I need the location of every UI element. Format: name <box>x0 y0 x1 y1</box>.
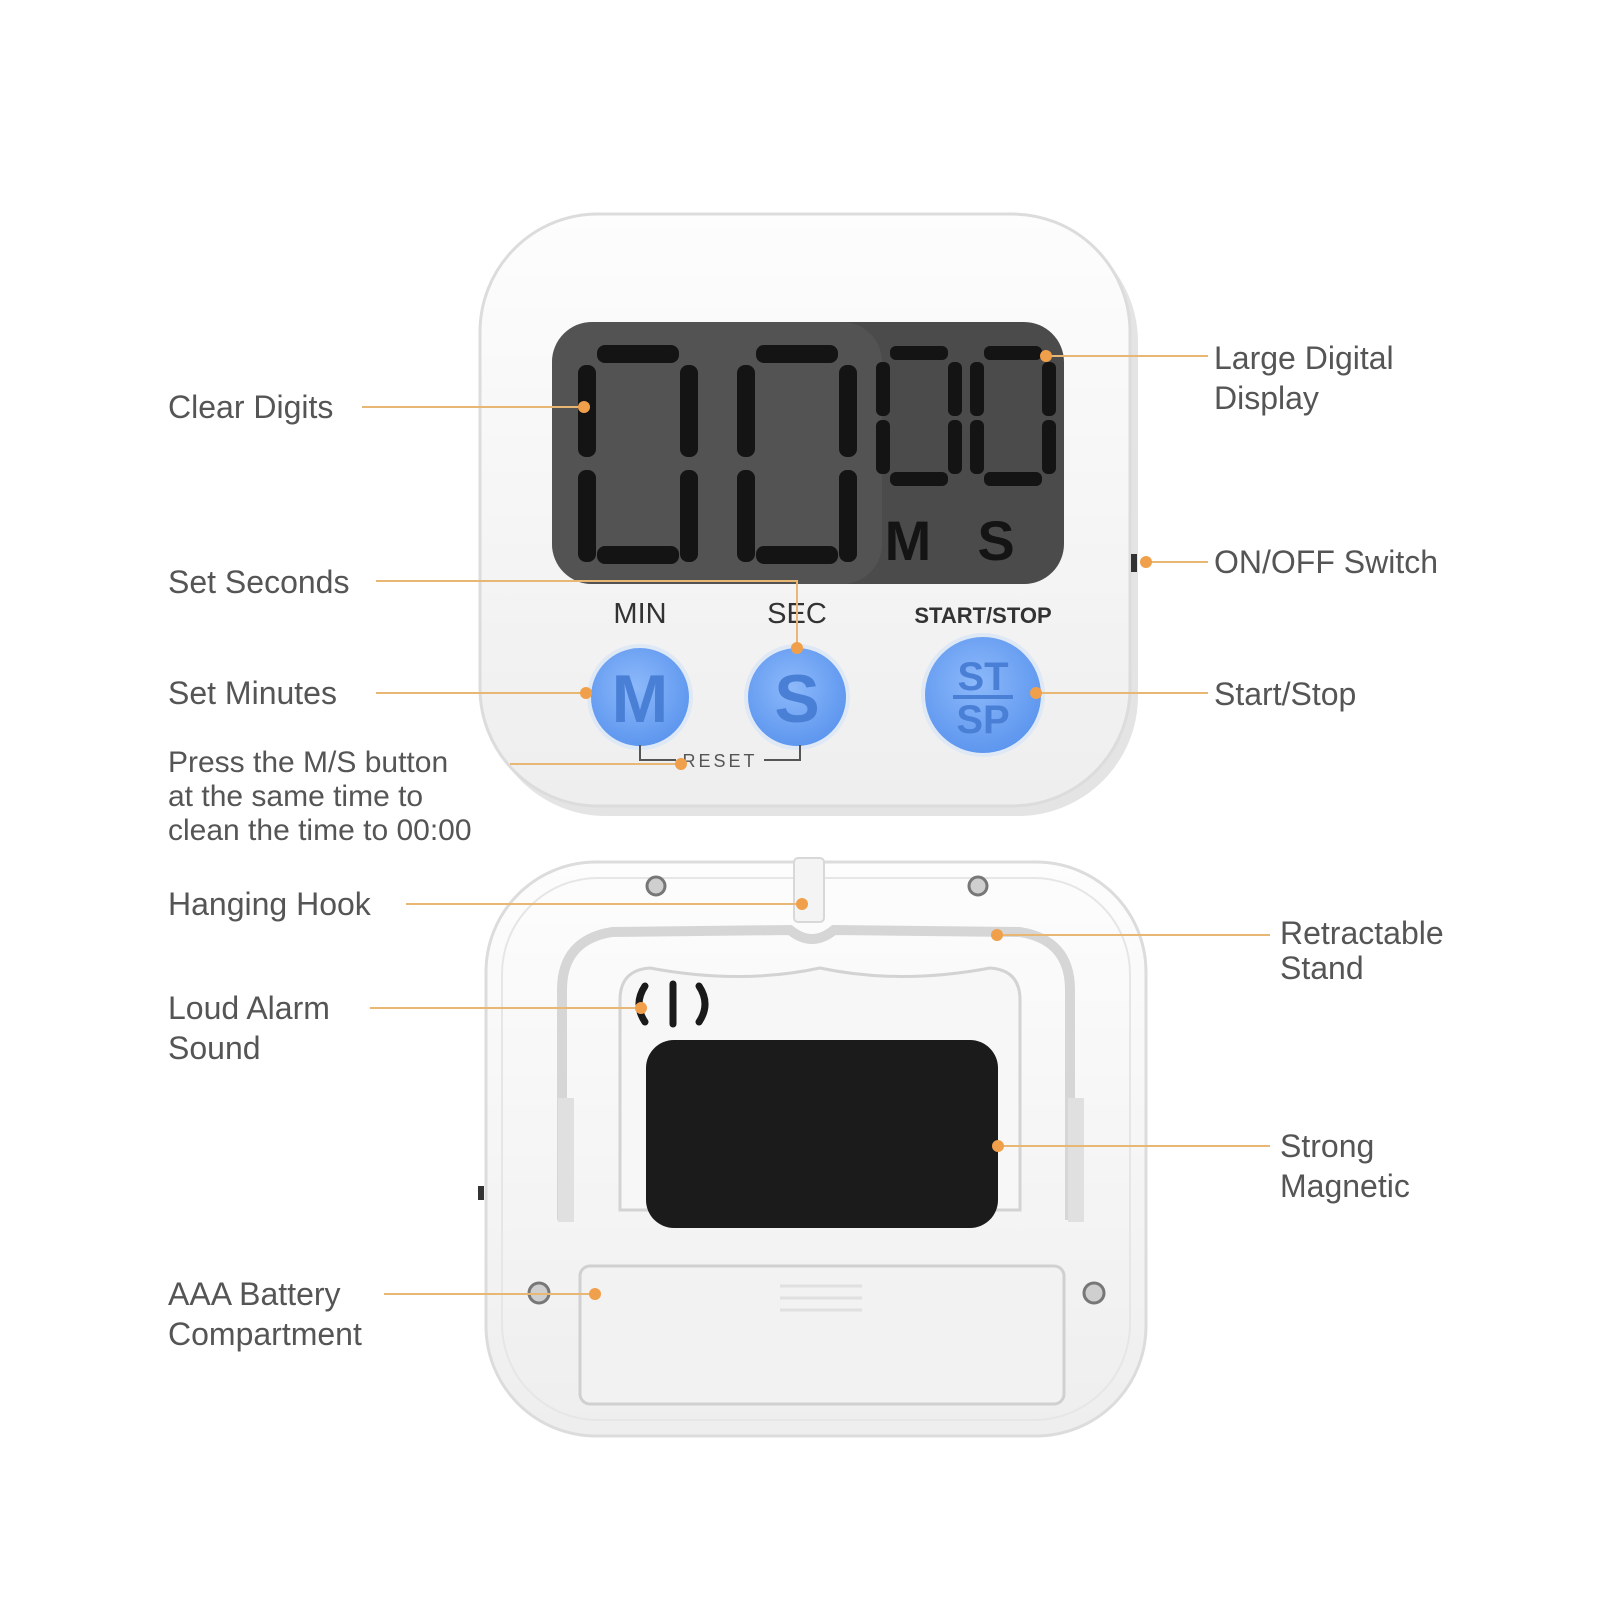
magnet-pad <box>646 1040 998 1228</box>
big-digit-0-right <box>737 345 857 564</box>
minutes-unit: M <box>885 509 932 572</box>
small-digit-0-left <box>876 346 962 486</box>
s-button-label: S <box>774 661 819 737</box>
leader-lines <box>362 355 1270 1295</box>
callout-retractable-stand: Retractable Stand <box>1280 915 1444 986</box>
m-button-label: M <box>612 661 669 737</box>
hanging-hook[interactable] <box>793 857 825 923</box>
callout-on-off-switch: ON/OFF Switch <box>1214 544 1439 580</box>
seconds-unit: S <box>977 509 1014 572</box>
callout-start-stop: Start/Stop <box>1214 676 1357 712</box>
callout-hanging-hook: Hanging Hook <box>168 886 371 922</box>
side-switch-back <box>478 1186 484 1200</box>
small-digit-0-right <box>970 346 1056 486</box>
callout-loud-alarm-sound: Loud Alarm Sound <box>168 990 330 1066</box>
s-button[interactable]: S <box>744 644 850 750</box>
callout-set-minutes: Set Minutes <box>168 675 337 711</box>
stand-slot-right <box>1068 1098 1084 1222</box>
screw-top-left <box>645 875 667 897</box>
start-stop-label: START/STOP <box>914 603 1051 628</box>
callout-clear-digits: Clear Digits <box>168 389 334 425</box>
callout-set-seconds: Set Seconds <box>168 564 350 600</box>
timer-back <box>478 857 1148 1438</box>
on-off-switch[interactable] <box>1131 554 1137 572</box>
reset-label: RESET <box>682 751 757 771</box>
st-label: ST <box>957 655 1008 699</box>
stand-slot-left <box>558 1098 574 1222</box>
callout-large-digital-display: Large Digital Display <box>1214 340 1394 416</box>
start-stop-button[interactable]: ST SP <box>921 633 1045 757</box>
m-button[interactable]: M <box>587 644 693 750</box>
screw-bottom-right <box>1082 1281 1106 1305</box>
screw-top-right <box>967 875 989 897</box>
leader-set-seconds <box>376 580 798 648</box>
callout-strong-magnetic: Strong Magnetic <box>1280 1128 1410 1204</box>
sp-label: SP <box>956 698 1009 742</box>
callout-reset-note: Press the M/S button at the same time to… <box>168 746 472 847</box>
timer-front: M S MIN SEC START/STOP M S ST SP <box>478 212 1138 816</box>
leader-dots <box>578 350 1152 1300</box>
retractable-stand[interactable] <box>557 924 1075 1220</box>
battery-cover[interactable] <box>578 1264 1066 1406</box>
callout-aaa-battery-compartment: AAA Battery Compartment <box>168 1276 362 1352</box>
min-label: MIN <box>613 598 666 630</box>
reset-bracket <box>639 745 801 761</box>
lcd-glare <box>552 322 882 584</box>
